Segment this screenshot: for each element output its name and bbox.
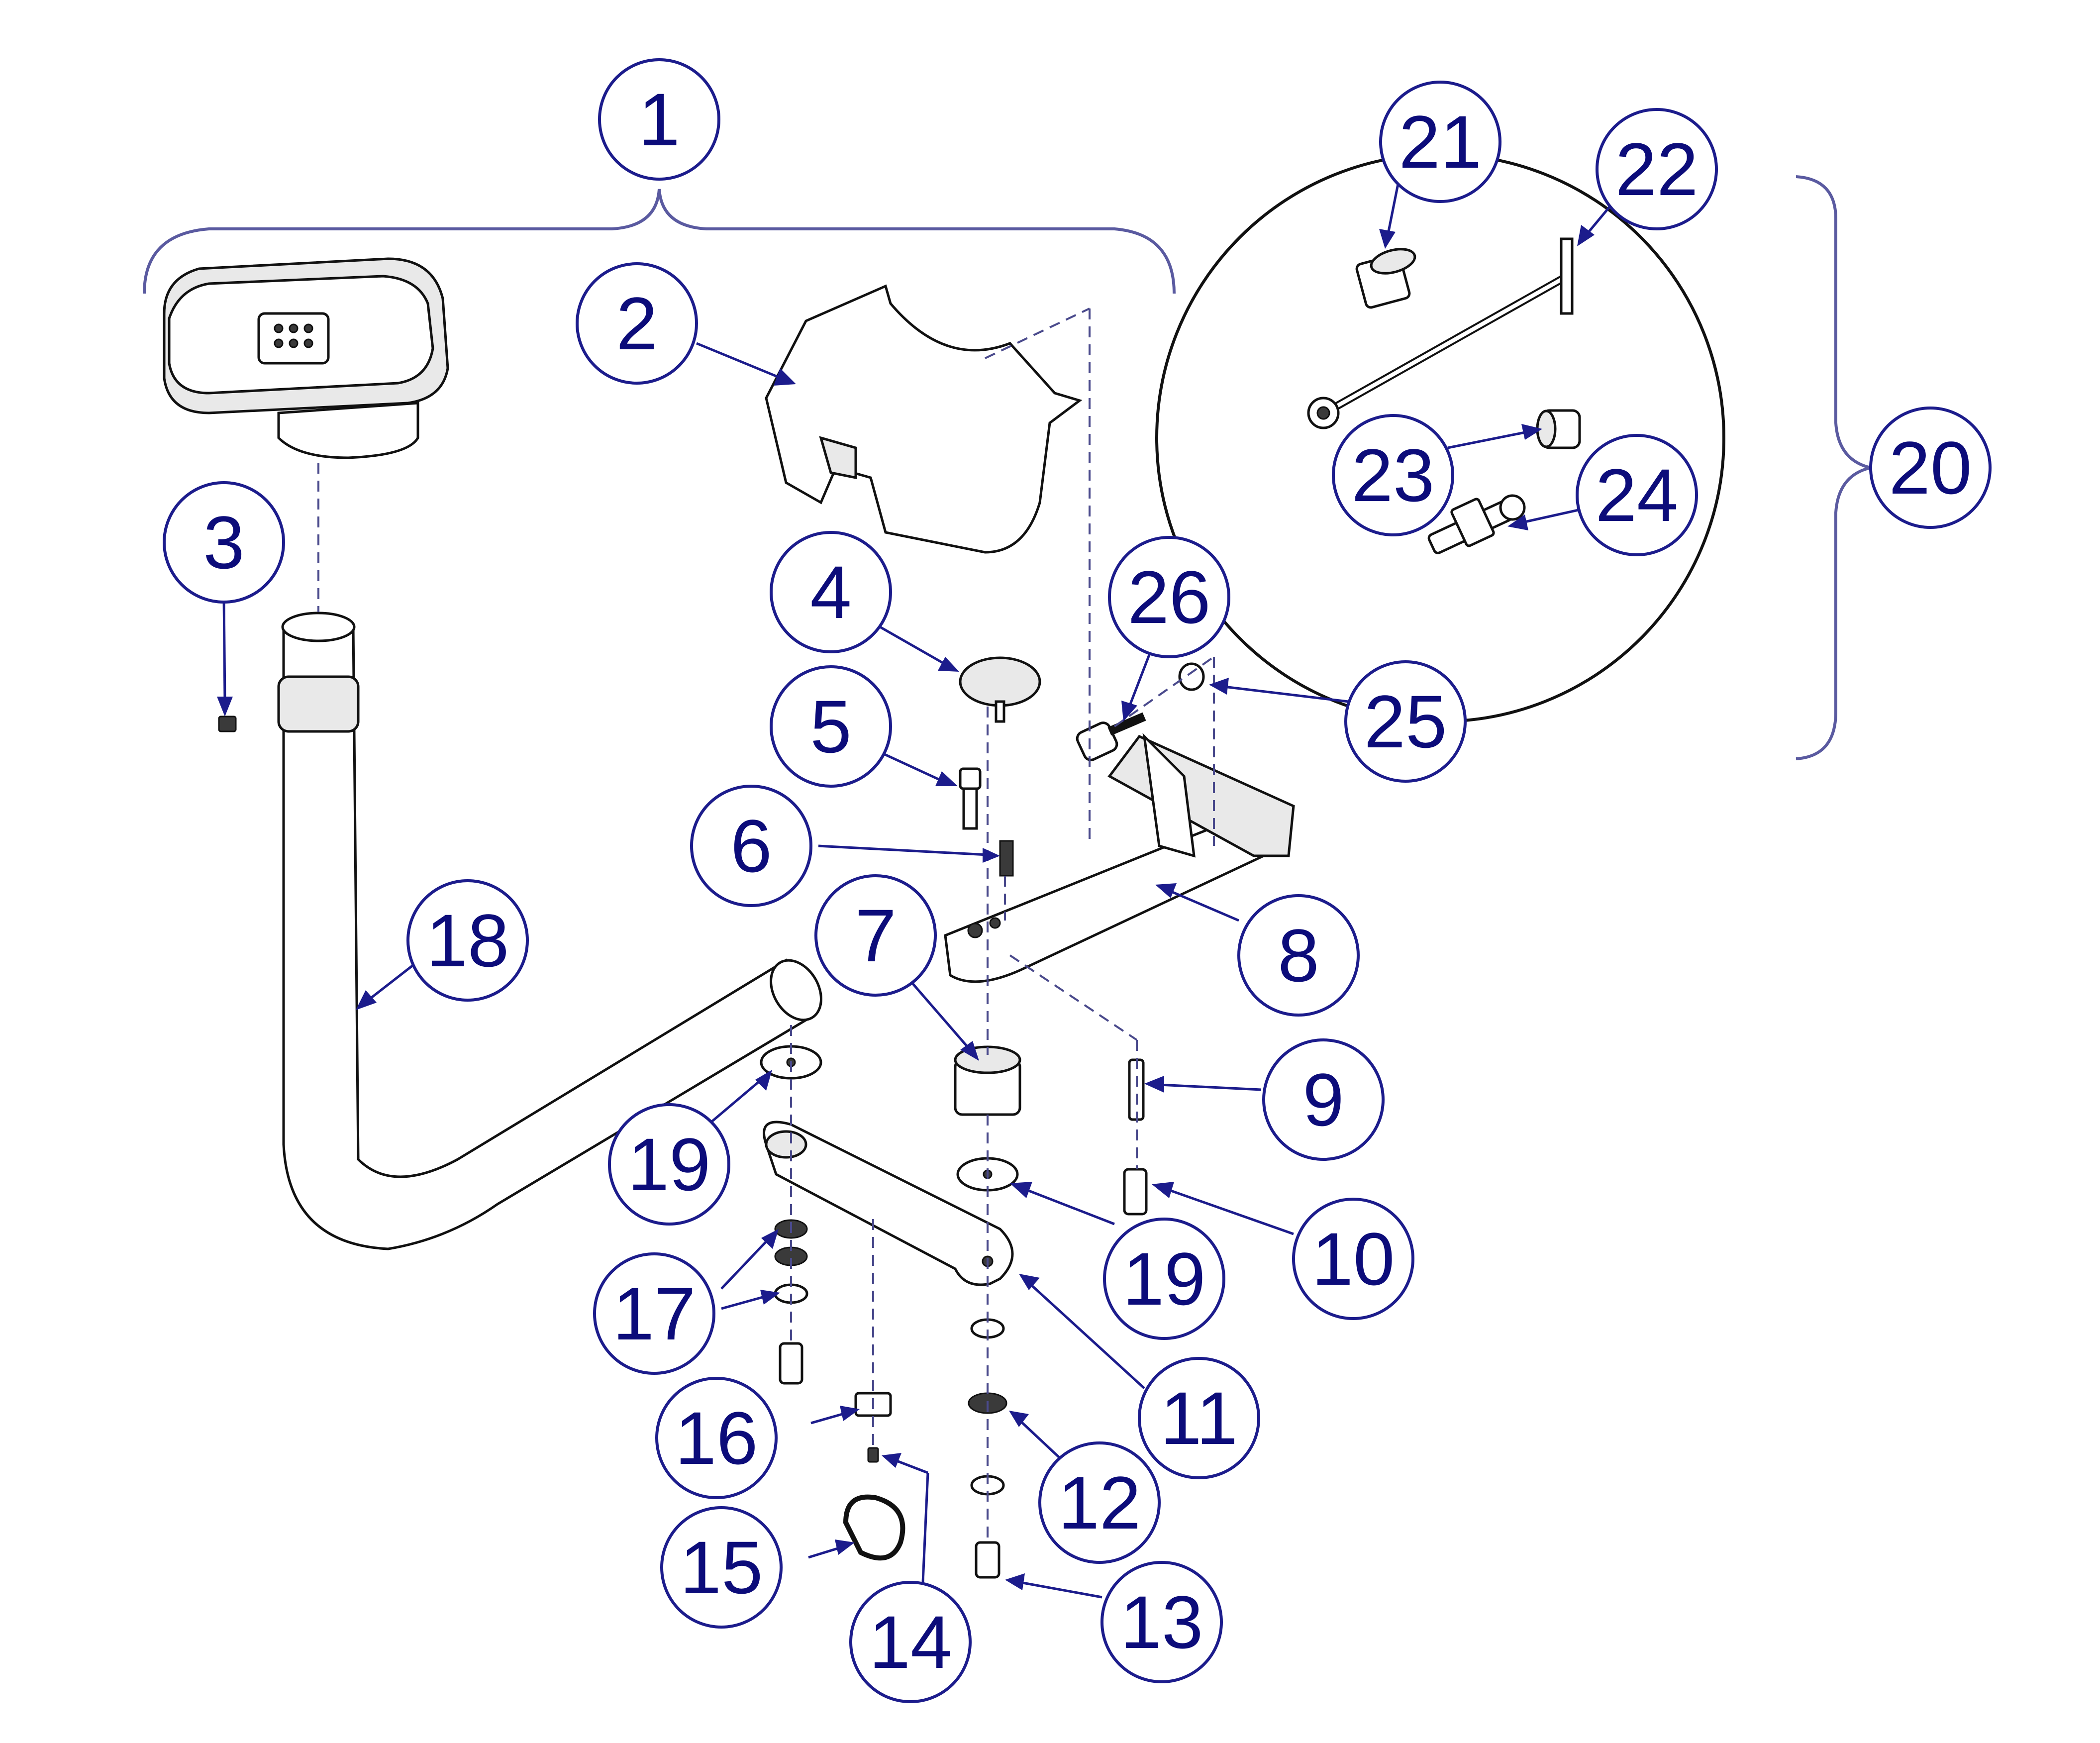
callout-label-25: 25: [1364, 680, 1447, 763]
callout-22: 22: [1596, 108, 1718, 230]
callout-label-1: 1: [638, 78, 680, 161]
callout-18: 18: [406, 879, 529, 1002]
callout-19-left: 19: [608, 1103, 730, 1226]
callout-label-7: 7: [855, 894, 896, 977]
part-8-bracket-arm: [944, 732, 1295, 983]
part-23-plug: [1536, 409, 1581, 449]
callout-14: 14: [849, 1581, 972, 1703]
callout-label-12: 12: [1058, 1461, 1141, 1544]
callout-label-10: 10: [1312, 1217, 1395, 1301]
callout-label-11: 11: [1160, 1376, 1238, 1460]
callout-8: 8: [1237, 894, 1360, 1017]
callout-2: 2: [576, 262, 698, 385]
callout-23: 23: [1332, 414, 1454, 536]
callout-label-13: 13: [1120, 1580, 1203, 1664]
callout-label-15: 15: [680, 1526, 763, 1609]
callout-11: 11: [1138, 1357, 1260, 1479]
callout-label-18: 18: [426, 899, 509, 982]
callout-20: 20: [1869, 407, 1992, 529]
callout-label-3: 3: [203, 501, 244, 584]
callout-label-19-right: 19: [1123, 1237, 1206, 1321]
callout-16: 16: [655, 1377, 778, 1499]
callout-label-9: 9: [1302, 1058, 1344, 1141]
callout-9: 9: [1262, 1038, 1385, 1161]
callout-label-21: 21: [1399, 100, 1482, 184]
callout-7: 7: [814, 874, 937, 997]
part-21-sleeve: [1355, 248, 1416, 309]
part-12-washer-stack: [968, 1318, 1007, 1496]
callout-19-right: 19: [1103, 1218, 1225, 1340]
callout-label-6: 6: [730, 804, 772, 888]
callout-1: 1: [598, 58, 720, 181]
callout-25: 25: [1344, 660, 1467, 783]
part-3-set-screw: [218, 716, 237, 732]
part-10-sleeve: [1123, 1168, 1148, 1216]
part-15-cable-strap: [843, 1494, 905, 1561]
callout-label-24: 24: [1596, 453, 1679, 537]
part-18-pipe-arm: [277, 612, 822, 1250]
callout-17: 17: [593, 1252, 715, 1375]
part-14-small-screw: [867, 1447, 879, 1463]
callout-3: 3: [163, 481, 285, 604]
callout-13: 13: [1100, 1561, 1223, 1683]
part-24-valve-fitting: [1427, 494, 1526, 554]
part-1-control-head: [163, 257, 449, 459]
part-22-tubing-tee: [1307, 237, 1574, 429]
callout-label-26: 26: [1128, 555, 1211, 639]
callout-24: 24: [1576, 434, 1698, 556]
part-7-spacer: [954, 1045, 1021, 1116]
callout-6: 6: [690, 785, 812, 907]
group-bracket-20: [1796, 175, 1871, 760]
part-4-knob: [959, 656, 1041, 723]
callout-label-20: 20: [1889, 426, 1972, 510]
callout-label-2: 2: [616, 282, 657, 365]
callout-label-23: 23: [1352, 433, 1435, 517]
callout-26: 26: [1108, 536, 1230, 658]
assembly-dashed-lines: [317, 308, 1215, 1542]
callout-21: 21: [1379, 81, 1501, 203]
callout-label-22: 22: [1615, 127, 1699, 211]
callout-15: 15: [660, 1506, 783, 1629]
part-2-cover: [765, 284, 1083, 554]
callout-label-8: 8: [1278, 914, 1319, 997]
part-25-washer: [1178, 662, 1205, 691]
callout-5: 5: [770, 665, 892, 788]
part-13-shoulder-screw: [975, 1541, 1000, 1579]
callout-label-5: 5: [810, 685, 851, 768]
part-5-screw: [959, 767, 982, 830]
part-6-set-screw: [999, 840, 1014, 877]
callout-label-17: 17: [613, 1272, 696, 1355]
part-26-cap-screw: [1076, 712, 1146, 761]
callout-12: 12: [1038, 1441, 1161, 1564]
callout-label-4: 4: [810, 550, 851, 634]
callout-4: 4: [770, 531, 892, 653]
group-bracket-1: [143, 189, 1176, 294]
callout-label-14: 14: [869, 1600, 952, 1684]
callout-label-19-left: 19: [628, 1123, 711, 1206]
leader-lines: [217, 171, 1613, 1599]
callout-label-16: 16: [675, 1396, 758, 1480]
callout-10: 10: [1292, 1198, 1414, 1320]
